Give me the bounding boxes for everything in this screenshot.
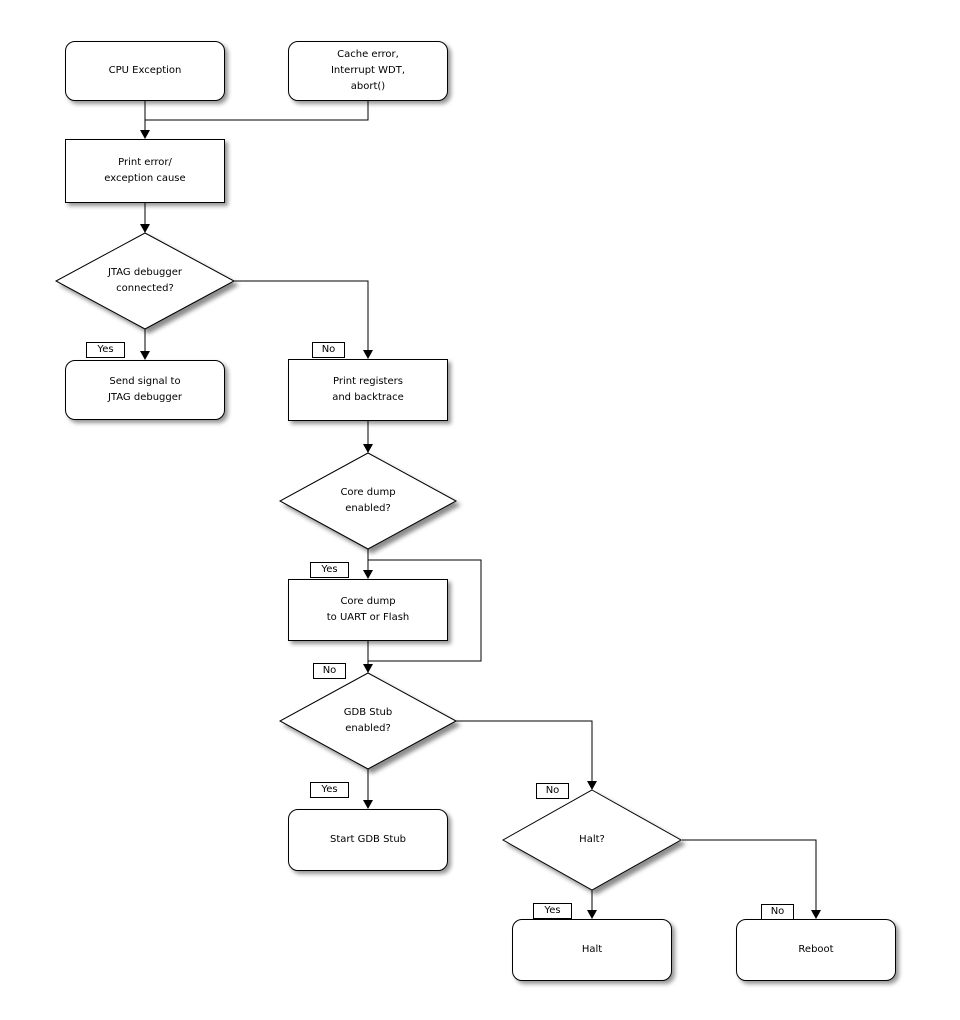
arrowhead <box>363 444 373 453</box>
arrowhead <box>140 130 150 139</box>
edge-label-gdb-no: No <box>536 783 569 799</box>
edge-label-halt-no: No <box>761 904 794 920</box>
decision-halt-shape <box>501 789 683 891</box>
node-cache-error: Cache error, Interrupt WDT, abort() <box>288 41 448 101</box>
arrowhead <box>363 664 373 673</box>
node-start-gdb-stub: Start GDB Stub <box>288 809 448 871</box>
node-print-error: Print error/ exception cause <box>65 139 225 203</box>
arrowhead <box>140 351 150 360</box>
edge-label-halt-yes: Yes <box>533 903 572 919</box>
edge-cache-error-join <box>145 101 369 121</box>
edge-label-jtag-yes: Yes <box>86 342 125 358</box>
decision-gdb-stub-enabled-shape <box>278 672 458 770</box>
node-halt: Halt <box>512 919 672 981</box>
arrowhead <box>811 910 821 919</box>
arrowhead <box>363 570 373 579</box>
node-send-signal-jtag: Send signal to JTAG debugger <box>65 360 225 420</box>
edge-label-coredump-yes: Yes <box>310 562 349 578</box>
edge-label-gdb-yes: Yes <box>310 782 349 798</box>
arrowhead <box>363 350 373 359</box>
edge-halt-no <box>682 839 817 911</box>
arrowhead <box>140 224 150 233</box>
edge-label-jtag-no: No <box>312 342 345 358</box>
arrowhead <box>587 781 597 790</box>
edge-label-coredump-no: No <box>313 663 346 679</box>
edge-gdb-no <box>456 720 593 782</box>
arrowhead <box>363 800 373 809</box>
decision-jtag-connected-shape <box>54 232 236 330</box>
node-reboot: Reboot <box>736 919 896 981</box>
node-print-registers: Print registers and backtrace <box>288 359 448 421</box>
node-cpu-exception: CPU Exception <box>65 41 225 101</box>
decision-core-dump-enabled-shape <box>278 452 458 550</box>
edge-coredump-no-bypass <box>368 559 482 662</box>
node-core-dump-uart-flash: Core dump to UART or Flash <box>288 579 448 641</box>
edge-jtag-no <box>234 280 369 351</box>
arrowhead <box>587 910 597 919</box>
